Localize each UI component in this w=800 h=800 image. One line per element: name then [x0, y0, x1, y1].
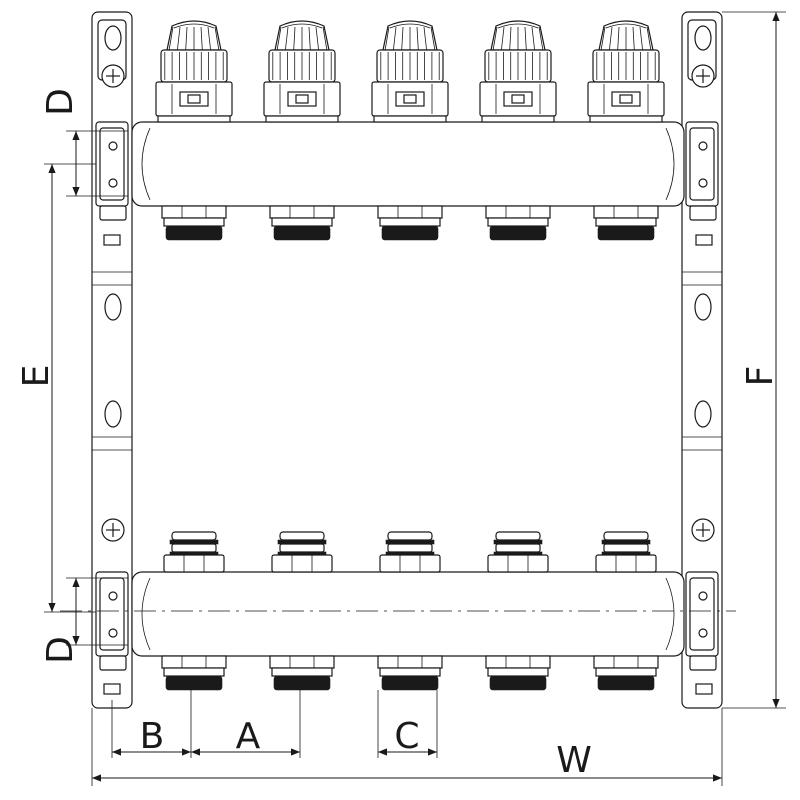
outlet-fitting: [269, 655, 335, 691]
screw-icon: [101, 64, 125, 88]
screw-icon: [101, 518, 125, 542]
dimension-label-b: B: [140, 716, 165, 757]
lockshield-fitting: [487, 531, 549, 573]
dimension-label-w: W: [556, 740, 592, 781]
outlet-fitting: [593, 655, 659, 691]
lockshield-fitting: [271, 531, 333, 573]
dimension-label-a: A: [236, 716, 261, 757]
pipe-end-caps: [95, 121, 719, 671]
dimension-label-c: C: [394, 716, 419, 757]
screw-icons: [101, 64, 715, 542]
outlet-fitting: [161, 205, 227, 241]
bottom-manifold-pipe: [131, 571, 685, 657]
outlet-fitting: [485, 655, 551, 691]
dimension-b: B: [111, 690, 192, 758]
lockshield-fitting: [595, 531, 657, 573]
lockshield-fitting: [379, 531, 441, 573]
dimension-d-top: D: [40, 88, 128, 197]
outlet-fitting: [377, 655, 443, 691]
outlet-fitting: [485, 205, 551, 241]
screw-icon: [691, 64, 715, 88]
valve-cap: [263, 20, 341, 123]
dimension-c: C: [377, 690, 438, 758]
dimension-label-e: E: [16, 365, 57, 388]
dimension-a: A: [191, 690, 301, 758]
outlet-fitting: [593, 205, 659, 241]
dimension-w: W: [91, 708, 723, 786]
valve-cap: [371, 20, 449, 123]
bottom-lockshield-fittings: [163, 531, 657, 573]
valve-cap: [479, 20, 557, 123]
dimension-e: E: [16, 163, 96, 613]
valve-cap: [155, 20, 233, 123]
outlet-fitting: [269, 205, 335, 241]
top-manifold-pipe: [131, 121, 685, 207]
screw-icon: [691, 518, 715, 542]
bottom-outlet-fittings: [161, 655, 659, 691]
valve-cap: [587, 20, 665, 123]
dimension-d-bottom: D: [40, 577, 128, 664]
dimension-label-f: F: [740, 366, 781, 387]
dimension-label-d-top: D: [40, 88, 81, 116]
top-valve-caps: [155, 20, 665, 123]
top-outlet-fittings: [161, 205, 659, 241]
outlet-fitting: [377, 205, 443, 241]
outlet-fitting: [161, 655, 227, 691]
dimension-f: F: [722, 11, 786, 709]
lockshield-fitting: [163, 531, 225, 573]
dimension-label-d-bottom: D: [40, 636, 81, 664]
